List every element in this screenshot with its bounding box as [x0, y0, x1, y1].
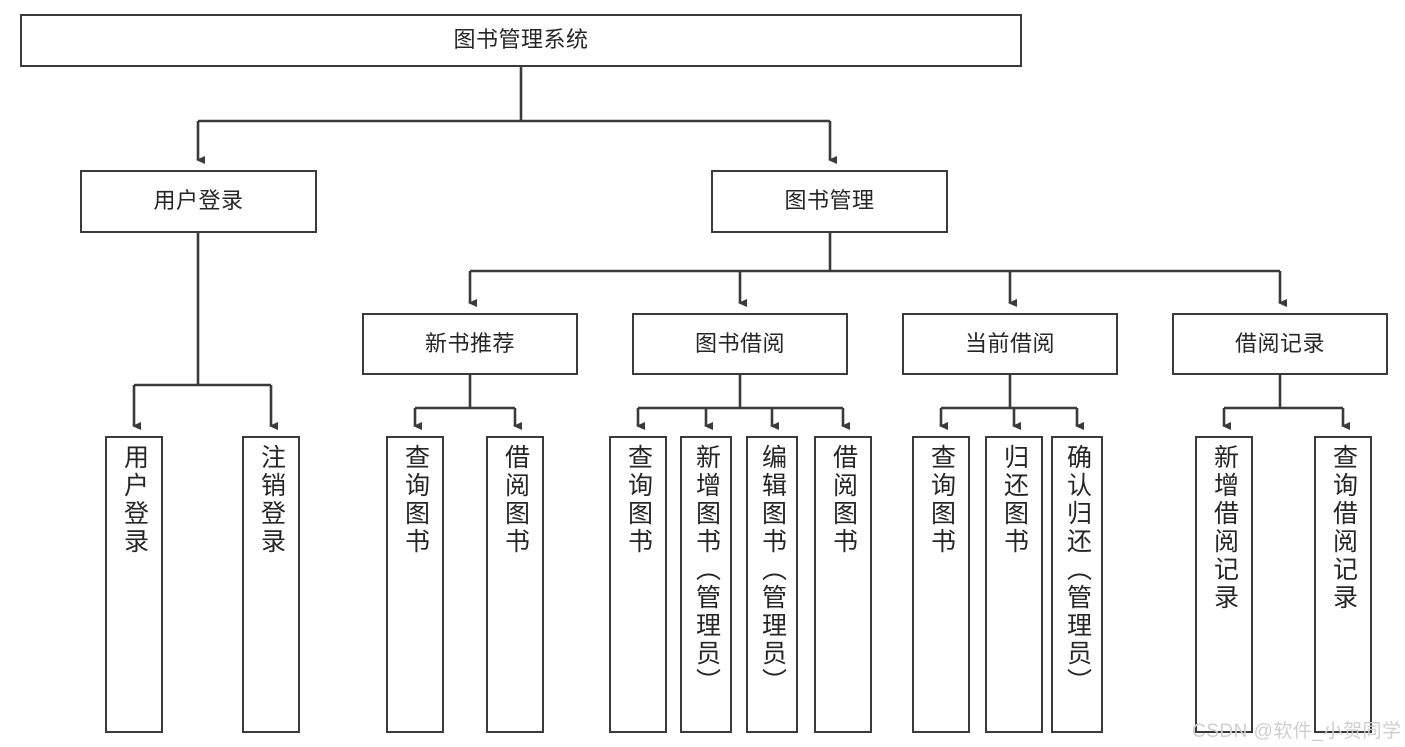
- leaf-logout[interactable]: 注销登录: [242, 436, 300, 733]
- node-new-book-recommend-label: 新书推荐: [424, 330, 515, 356]
- leaf-add-borrow-record[interactable]: 新增借阅记录: [1195, 436, 1253, 733]
- leaf-edit-book-admin-label: 编辑图书（管理员）: [758, 444, 787, 696]
- leaf-edit-book-admin[interactable]: 编辑图书（管理员）: [746, 436, 798, 733]
- node-book-borrow[interactable]: 图书借阅: [632, 313, 848, 375]
- leaf-return-book[interactable]: 归还图书: [985, 436, 1043, 733]
- node-book-management-label: 图书管理: [784, 188, 875, 214]
- leaf-query-book-current-label: 查询图书: [927, 444, 956, 556]
- leaf-add-book-admin[interactable]: 新增图书（管理员）: [680, 436, 732, 733]
- csdn-watermark: CSDN @软件_小贺同学: [1192, 721, 1402, 742]
- leaf-return-book-label: 归还图书: [1000, 444, 1029, 556]
- leaf-query-book-borrow[interactable]: 查询图书: [609, 436, 667, 733]
- node-book-borrow-label: 图书借阅: [694, 330, 785, 356]
- leaf-query-borrow-record[interactable]: 查询借阅记录: [1314, 436, 1372, 733]
- leaf-query-book-current[interactable]: 查询图书: [912, 436, 970, 733]
- leaf-query-book-recommend[interactable]: 查询图书: [386, 436, 444, 733]
- leaf-user-login-label: 用户登录: [120, 444, 149, 556]
- node-current-borrow-label: 当前借阅: [964, 330, 1055, 356]
- node-root-label: 图书管理系统: [453, 27, 589, 53]
- leaf-borrow-book-recommend[interactable]: 借阅图书: [486, 436, 544, 733]
- leaf-borrow-book-label: 借阅图书: [829, 444, 858, 556]
- node-borrow-record[interactable]: 借阅记录: [1172, 313, 1388, 375]
- leaf-confirm-return-admin[interactable]: 确认归还（管理员）: [1051, 436, 1103, 733]
- leaf-query-book-borrow-label: 查询图书: [624, 444, 653, 556]
- node-root[interactable]: 图书管理系统: [20, 14, 1022, 67]
- node-new-book-recommend[interactable]: 新书推荐: [362, 313, 578, 375]
- leaf-add-book-admin-label: 新增图书（管理员）: [692, 444, 721, 696]
- leaf-query-book-recommend-label: 查询图书: [401, 444, 430, 556]
- node-current-borrow[interactable]: 当前借阅: [902, 313, 1118, 375]
- node-user-login[interactable]: 用户登录: [80, 170, 317, 233]
- leaf-user-login[interactable]: 用户登录: [105, 436, 163, 733]
- leaf-logout-label: 注销登录: [257, 444, 286, 556]
- node-book-management[interactable]: 图书管理: [711, 170, 948, 233]
- node-borrow-record-label: 借阅记录: [1234, 330, 1325, 356]
- leaf-borrow-book-recommend-label: 借阅图书: [501, 444, 530, 556]
- leaf-confirm-return-admin-label: 确认归还（管理员）: [1063, 444, 1092, 696]
- leaf-query-borrow-record-label: 查询借阅记录: [1329, 444, 1358, 612]
- leaf-borrow-book[interactable]: 借阅图书: [814, 436, 872, 733]
- node-user-login-label: 用户登录: [153, 188, 244, 214]
- leaf-add-borrow-record-label: 新增借阅记录: [1210, 444, 1239, 612]
